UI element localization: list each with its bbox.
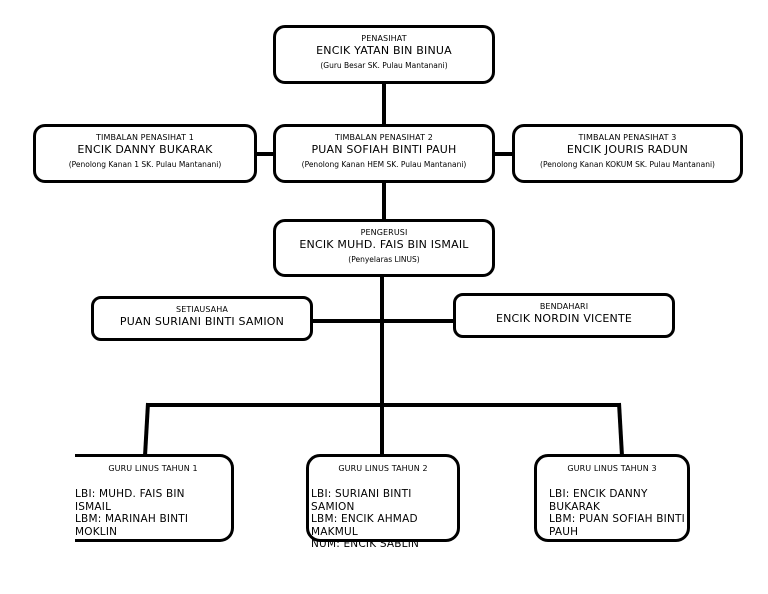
- timbalan-1-box: TIMBALAN PENASIHAT 1 ENCIK DANNY BUKARAK…: [33, 124, 257, 183]
- setiausaha-name: PUAN SURIANI BINTI SAMION: [119, 315, 285, 328]
- guru-tahun-1-box: GURU LINUS TAHUN 1 LBI: MUHD. FAIS BIN I…: [75, 454, 234, 542]
- guru-tahun-1-list: LBI: MUHD. FAIS BIN ISMAIL LBM: MARINAH …: [75, 488, 189, 538]
- timbalan-2-note: (Penolong Kanan HEM SK. Pulau Mantanani): [301, 160, 467, 169]
- timbalan-1-name: ENCIK DANNY BUKARAK: [77, 143, 213, 156]
- timbalan-3-note: (Penolong Kanan KOKUM SK. Pulau Mantanan…: [540, 160, 715, 169]
- penasihat-box: PENASIHAT ENCIK YATAN BIN BINUA (Guru Be…: [273, 25, 495, 84]
- pengerusi-note: (Penyelaras LINUS): [348, 255, 420, 264]
- timbalan-3-role: TIMBALAN PENASIHAT 3: [578, 133, 677, 142]
- timbalan-2-role: TIMBALAN PENASIHAT 2: [335, 133, 433, 142]
- connector-guru1: [143, 402, 150, 457]
- penasihat-note: (Guru Besar SK. Pulau Mantanani): [320, 61, 448, 70]
- pengerusi-role: PENGERUSI: [360, 228, 408, 237]
- penasihat-role: PENASIHAT: [361, 34, 407, 43]
- pengerusi-name: ENCIK MUHD. FAIS BIN ISMAIL: [299, 238, 469, 251]
- timbalan-3-name: ENCIK JOURIS RADUN: [566, 143, 689, 156]
- timbalan-3-box: TIMBALAN PENASIHAT 3 ENCIK JOURIS RADUN …: [512, 124, 743, 183]
- guru-tahun-3-role: GURU LINUS TAHUN 3: [567, 464, 657, 473]
- guru-tahun-2-role: GURU LINUS TAHUN 2: [338, 464, 428, 473]
- timbalan-2-box: TIMBALAN PENASIHAT 2 PUAN SOFIAH BINTI P…: [273, 124, 495, 183]
- guru-tahun-3-list: LBI: ENCIK DANNY BUKARAK LBM: PUAN SOFIA…: [549, 488, 685, 538]
- bendahari-name: ENCIK NORDIN VICENTE: [495, 312, 633, 325]
- timbalan-1-role: TIMBALAN PENASIHAT 1: [96, 133, 194, 142]
- bendahari-role: BENDAHARI: [539, 302, 589, 311]
- pengerusi-box: PENGERUSI ENCIK MUHD. FAIS BIN ISMAIL (P…: [273, 219, 495, 277]
- connector-guru3: [617, 402, 624, 457]
- timbalan-2-name: PUAN SOFIAH BINTI PAUH: [311, 143, 457, 156]
- timbalan-1-note: (Penolong Kanan 1 SK. Pulau Mantanani): [68, 160, 222, 169]
- penasihat-name: ENCIK YATAN BIN BINUA: [316, 44, 452, 57]
- guru-tahun-2-list: LBI: SURIANI BINTI SAMION LBM: ENCIK AHM…: [311, 488, 420, 550]
- guru-tahun-3-box: GURU LINUS TAHUN 3 LBI: ENCIK DANNY BUKA…: [534, 454, 690, 542]
- guru-tahun-1-role: GURU LINUS TAHUN 1: [108, 464, 198, 473]
- setiausaha-box: SETIAUSAHA PUAN SURIANI BINTI SAMION: [91, 296, 313, 341]
- bendahari-box: BENDAHARI ENCIK NORDIN VICENTE: [453, 293, 675, 338]
- guru-tahun-2-box: GURU LINUS TAHUN 2 LBI: SURIANI BINTI SA…: [306, 454, 460, 550]
- setiausaha-role: SETIAUSAHA: [176, 305, 228, 314]
